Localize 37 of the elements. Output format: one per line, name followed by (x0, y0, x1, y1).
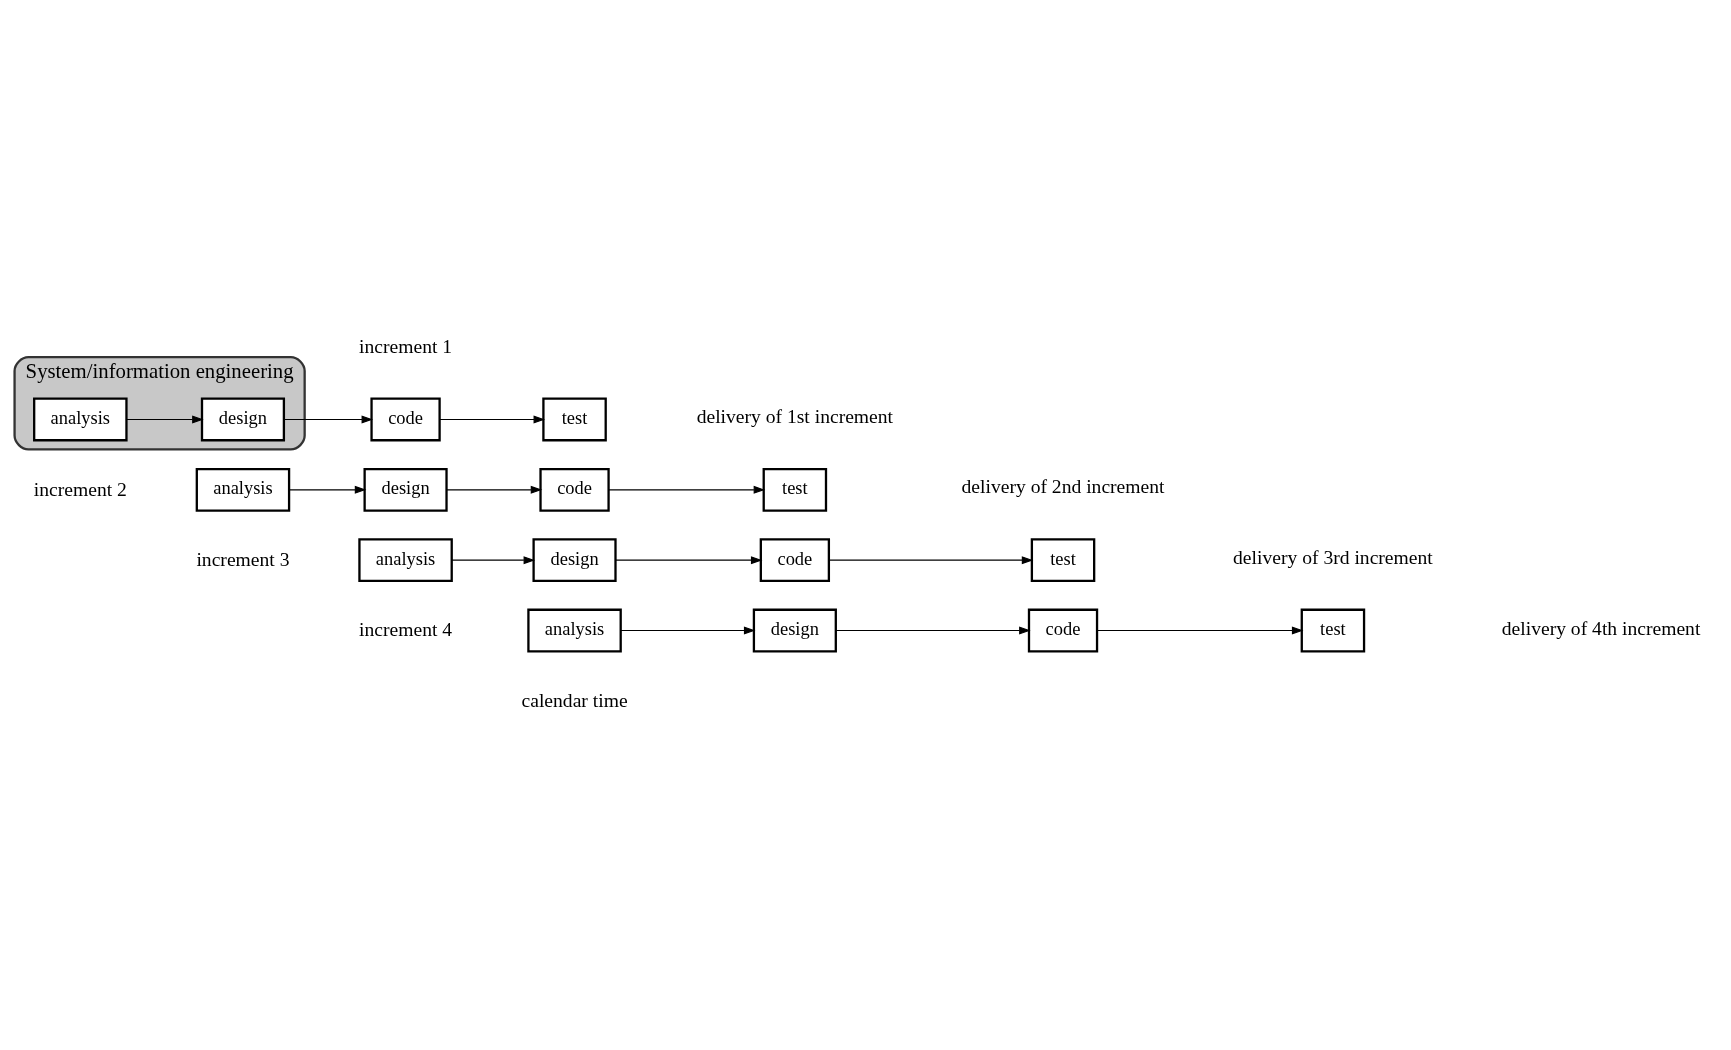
node-box: analysis (358, 538, 453, 583)
node-box: test (1030, 538, 1096, 583)
label: increment 3 (196, 549, 290, 571)
node-box: code (539, 467, 610, 512)
label: delivery of 2nd increment (961, 476, 1165, 498)
node-box: design (532, 538, 617, 583)
node-box: design (200, 397, 286, 442)
node-box: analysis (195, 467, 291, 512)
label: increment 1 (359, 335, 453, 357)
arrow (1096, 626, 1304, 635)
label: calendar time (521, 689, 628, 711)
node-box: analysis (527, 608, 622, 653)
arrow (828, 556, 1034, 565)
arrow (608, 485, 766, 494)
arrow (615, 556, 763, 565)
label: increment 4 (359, 619, 453, 641)
node-box: analysis (33, 397, 128, 442)
node-box: design (363, 467, 448, 512)
arrow (620, 626, 756, 635)
arrow (288, 485, 367, 494)
arrow (283, 415, 374, 424)
node-box: test (762, 467, 828, 512)
label: delivery of 1st increment (696, 406, 894, 428)
arrow (835, 626, 1031, 635)
node-box: test (1300, 608, 1366, 653)
label: increment 2 (33, 478, 127, 500)
arrow (451, 556, 536, 565)
arrow (126, 415, 204, 424)
arrow (439, 415, 546, 424)
label: delivery of 3rd increment (1233, 546, 1433, 568)
node-box: code (759, 538, 831, 583)
node-box: code (370, 397, 441, 442)
label: delivery of 4th increment (1501, 618, 1701, 640)
node-box: design (752, 608, 837, 653)
node-box: test (542, 397, 607, 442)
arrow (446, 485, 543, 494)
node-box: code (1027, 608, 1099, 653)
